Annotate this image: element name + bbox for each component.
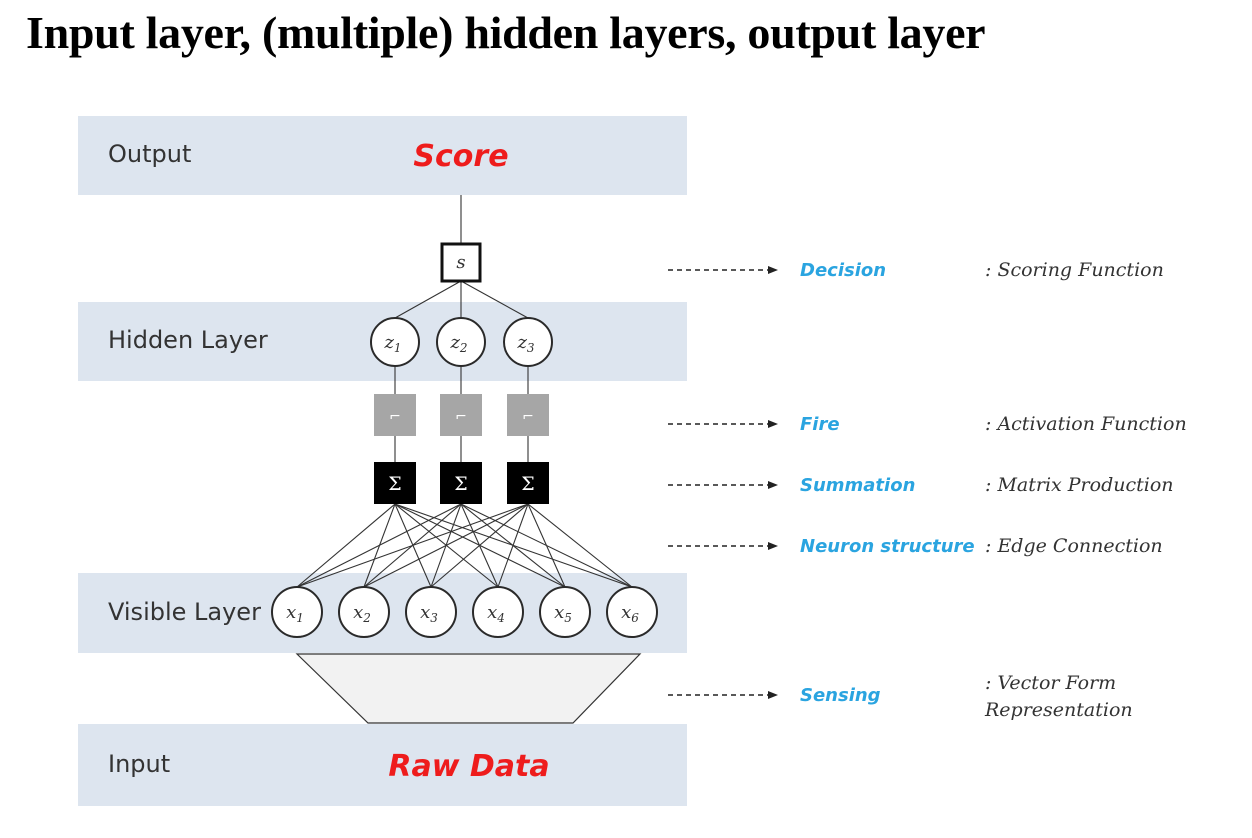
activation-symbol: ⌐	[522, 409, 534, 425]
step-name: Fire	[800, 414, 840, 435]
sum-to-visible-edge	[296, 503, 396, 588]
step-arrow-head	[768, 481, 778, 489]
sum-to-visible-edge	[527, 503, 566, 588]
input-band	[78, 724, 687, 806]
activation-box	[440, 394, 482, 436]
step-name: Decision	[800, 260, 886, 281]
hidden-node-label: z1	[383, 332, 401, 355]
step-arrow-head	[768, 542, 778, 550]
summation-box	[440, 462, 482, 504]
step-description: : Activation Function	[985, 413, 1187, 435]
scoring-function-symbol: s	[456, 252, 465, 273]
visible-node-x2	[338, 586, 390, 638]
step-arrow-head	[768, 266, 778, 274]
summation-symbol: Σ	[521, 473, 534, 495]
step-arrow-head	[768, 420, 778, 428]
hidden-nodes-group: z1 z2 z3	[370, 317, 553, 367]
sum-to-visible-edge	[497, 503, 529, 588]
sum-to-visible-edge	[527, 503, 633, 588]
page-title: Input layer, (multiple) hidden layers, o…	[26, 7, 986, 58]
activation-box	[507, 394, 549, 436]
hidden-node-z2	[436, 317, 486, 367]
edges-group	[296, 280, 633, 588]
sum-to-visible-edge	[296, 503, 529, 588]
visible-node-label: x1	[286, 602, 304, 625]
visible-node-x4	[472, 586, 524, 638]
visible-node-label: x3	[420, 602, 438, 625]
step-name: Sensing	[800, 685, 881, 706]
visible-node-x3	[405, 586, 457, 638]
scoring-function-box	[440, 242, 482, 283]
fire-boxes-group: ⌐ ⌐ ⌐	[374, 394, 549, 436]
output-label: Output	[108, 140, 191, 168]
score-to-hidden-edge	[460, 280, 529, 319]
step-description: : Scoring Function	[985, 259, 1164, 281]
sum-to-visible-edge	[296, 503, 462, 588]
visible-node-x5	[539, 586, 591, 638]
hidden-node-z3	[503, 317, 553, 367]
summation-symbol: Σ	[388, 473, 401, 495]
score-to-hidden-edge	[394, 280, 462, 319]
visible-node-label: x5	[554, 602, 572, 625]
activation-symbol: ⌐	[389, 409, 401, 425]
step-arrow-head	[768, 691, 778, 699]
summation-symbol: Σ	[454, 473, 467, 495]
hidden-node-z1	[370, 317, 420, 367]
score-value: Score	[413, 139, 508, 174]
activation-box	[374, 394, 416, 436]
visible-nodes-group: x1 x2 x3 x4 x5 x6	[271, 586, 658, 638]
input-label: Input	[108, 750, 170, 778]
step-name: Summation	[800, 475, 915, 496]
step-name: Neuron structure	[800, 536, 975, 557]
hidden-node-label: z2	[449, 332, 467, 355]
hidden-layer-label: Hidden Layer	[108, 326, 268, 354]
step-description: : Edge Connection	[985, 535, 1163, 557]
visible-node-label: x6	[621, 602, 639, 625]
summation-box	[374, 462, 416, 504]
output-band	[78, 116, 687, 195]
raw-data-value: Raw Data	[388, 749, 549, 784]
hidden-node-label: z3	[516, 332, 534, 355]
visible-node-label: x2	[353, 602, 371, 625]
activation-symbol: ⌐	[455, 409, 467, 425]
visible-node-x1	[271, 586, 323, 638]
sum-to-visible-edge	[363, 503, 529, 588]
step-description: : Matrix Production	[985, 474, 1174, 496]
sum-to-visible-edge	[430, 503, 529, 588]
sensing-trapezoid	[295, 653, 642, 724]
visible-layer-label: Visible Layer	[108, 598, 261, 626]
summation-box	[507, 462, 549, 504]
visible-node-label: x4	[487, 602, 505, 625]
visible-node-x6	[606, 586, 658, 638]
